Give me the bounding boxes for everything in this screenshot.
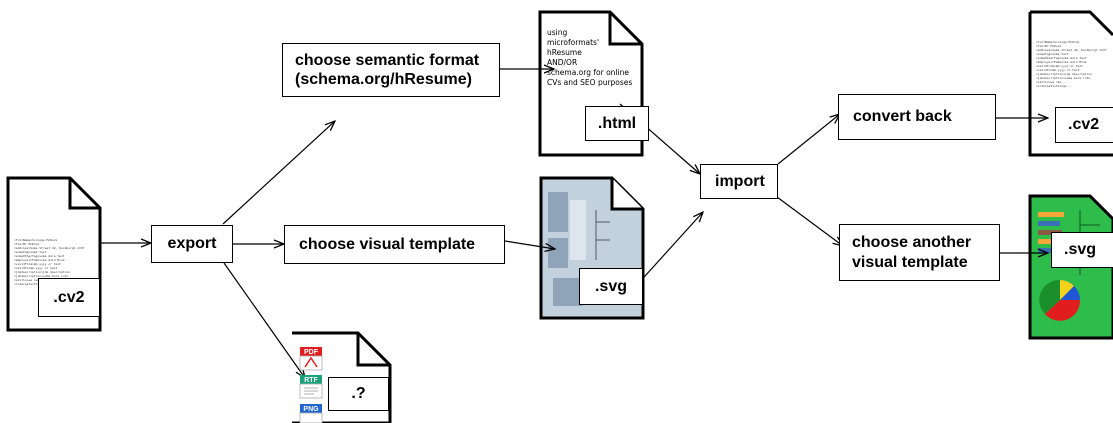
semantic-label-line1: choose semantic format [295,51,480,69]
another-label-line1: choose another [852,234,972,252]
rtf-badge: RTF [304,377,318,384]
arrow-import-to-another [776,196,843,246]
svg-preview-block [548,192,568,232]
html-note: using microformats' hResume AND/OR schem… [547,28,633,87]
rtf-icon [299,375,323,399]
import-step: import [700,164,778,199]
svg-preview-block [548,238,568,268]
other-format-label: .? [328,377,389,411]
result-svg-label: .svg [1051,232,1113,268]
html-label: .html [585,106,649,141]
svg-preview-block [570,200,586,260]
chart-bar [1038,212,1064,217]
arrow-visual-to-svg [504,240,555,249]
png-icon [299,404,323,423]
convert-back-step: convert back [838,94,996,140]
choose-another-template-step: choose another visual template [839,224,1000,281]
semantic-label-line2: (schema.org/hResume) [295,71,472,88]
another-label-line2: visual template [852,253,968,271]
png-badge: PNG [303,406,319,413]
chart-bar [1038,230,1062,235]
export-label: export [167,235,217,253]
choose-visual-template-step: choose visual template [284,225,505,264]
pdf-badge: PDF [304,349,319,356]
svg-preview-block [553,278,583,306]
arrow-export-to-other [223,262,305,378]
pdf-icon [299,347,323,371]
chart-bar [1038,221,1060,226]
source-cv2-label: .cv2 [38,278,100,317]
export-step: export [151,225,233,263]
import-label: import [715,172,765,190]
result-cv2-content: <fullName>Scrooge McDuck <fav>Mr McDuck … [1036,40,1107,88]
visual-template-label: choose visual template [299,235,476,253]
chart-bar [1038,239,1056,244]
arrow-import-to-convert [777,114,840,165]
arrow-svg-to-import [635,212,703,287]
arrow-export-to-semantic [222,121,335,225]
result-cv2-label: .cv2 [1055,107,1113,143]
source-cv2-content: <fullName>Scrooge McDuck <fav>Mr McDuck … [14,238,85,286]
connector-lines [100,69,1048,378]
choose-semantic-format-step: choose semantic format (schema.org/hResu… [282,43,500,97]
convert-back-label: convert back [853,108,952,126]
pie-chart-icon [1039,279,1081,321]
svg-label: .svg [579,268,643,305]
